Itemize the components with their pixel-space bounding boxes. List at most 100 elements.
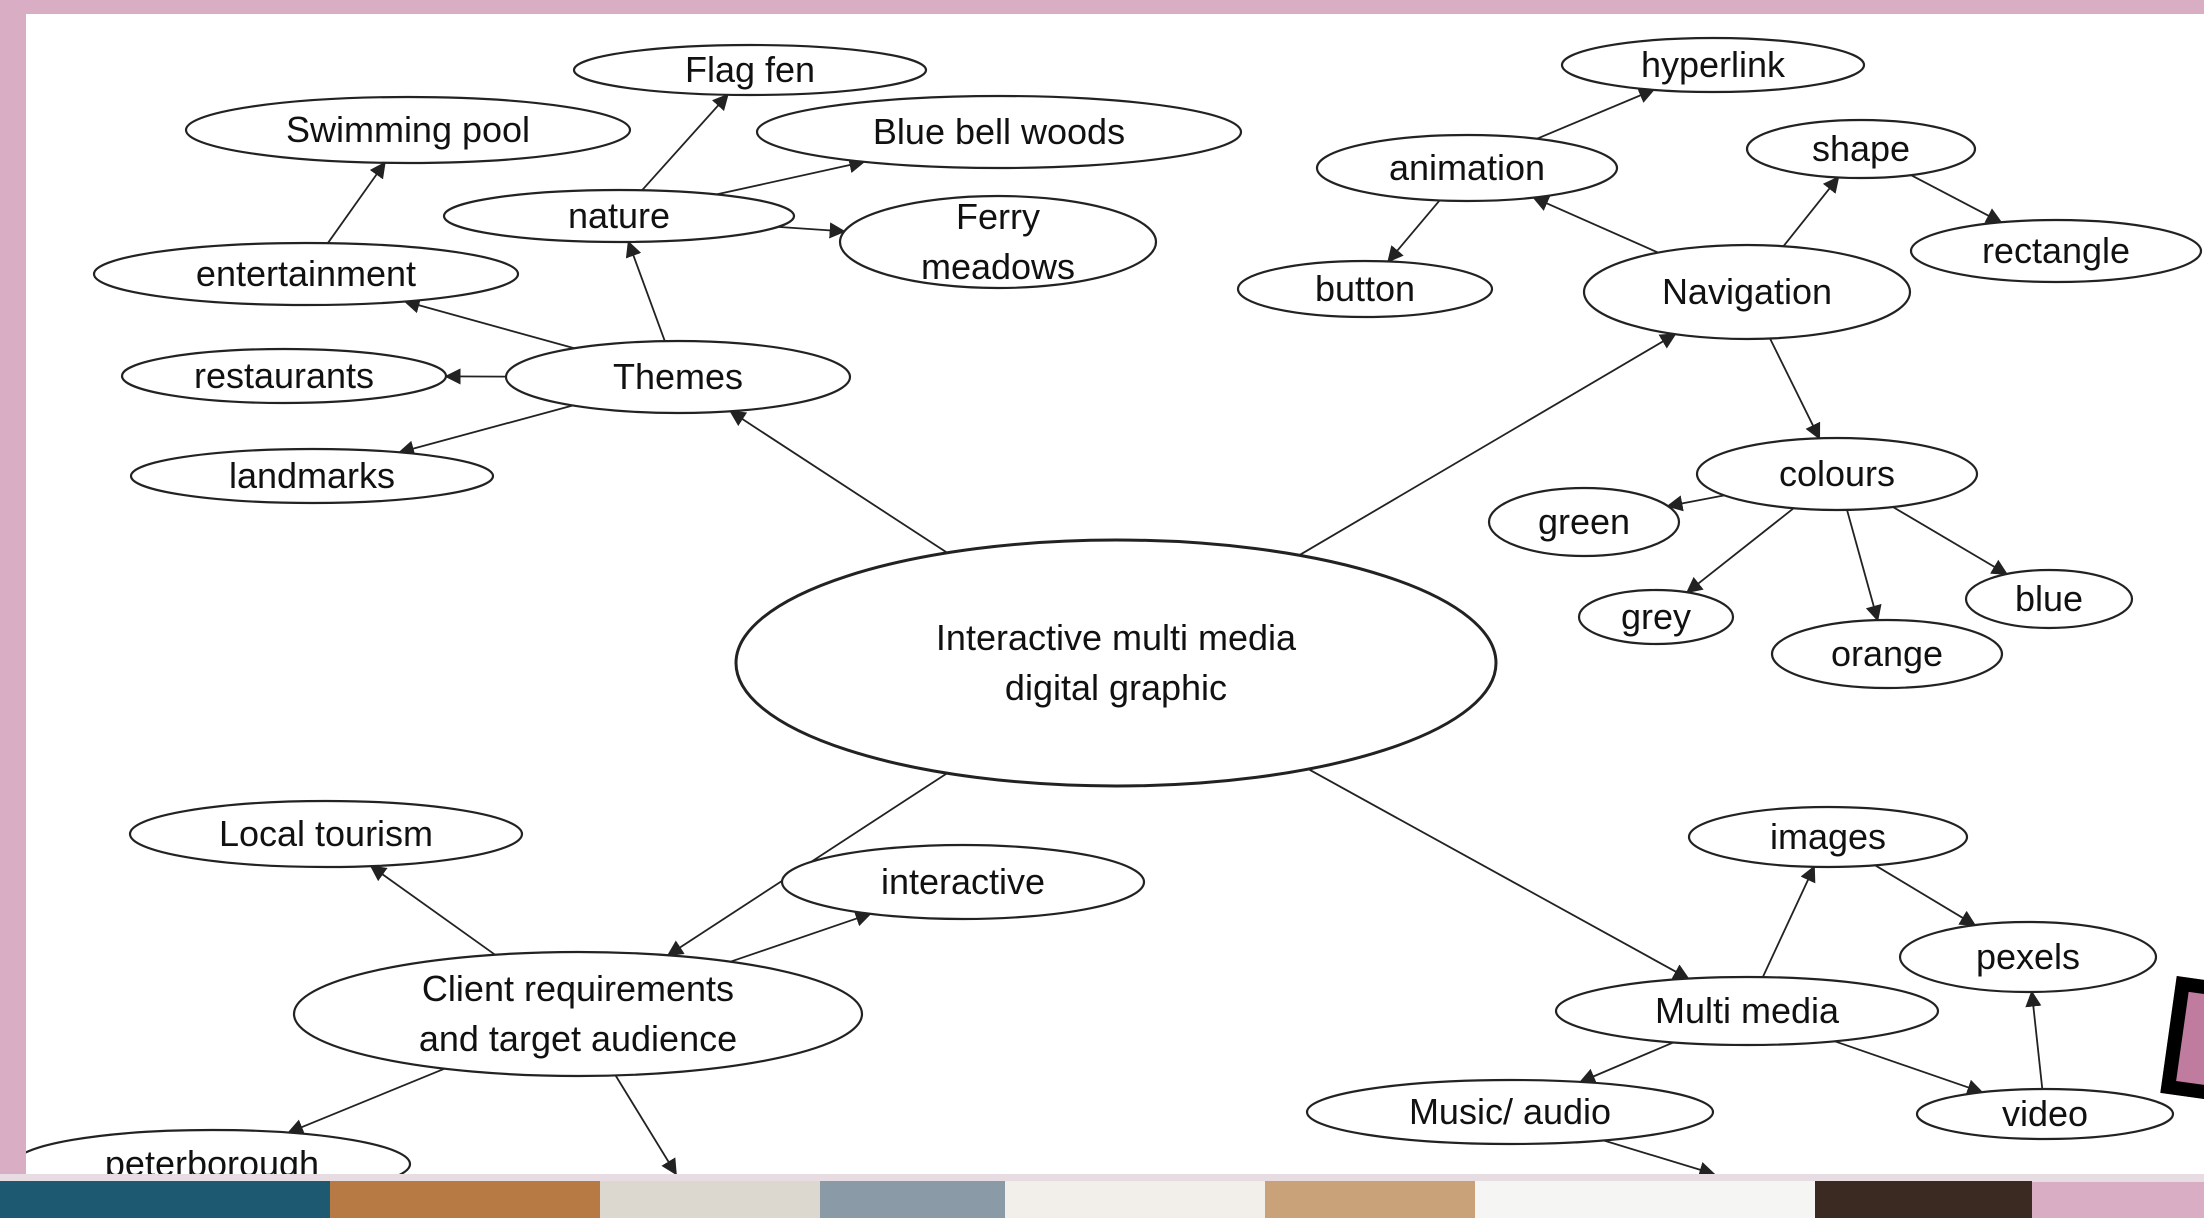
node-swimming-pool: Swimming pool <box>184 95 632 165</box>
node-ellipse <box>1487 486 1681 558</box>
node-blue: blue <box>1964 568 2134 630</box>
connector-arrow-colours-to-orange <box>1846 509 1882 622</box>
node-green: green <box>1487 486 1681 558</box>
node-label: meadows <box>921 246 1075 287</box>
node-themes: Themes <box>504 339 852 415</box>
photo-thumbnail <box>0 1181 330 1218</box>
node-animation: animation <box>1315 133 1619 203</box>
connector-arrow-colours-to-blue <box>1892 506 2009 575</box>
node-label: nature <box>568 195 670 236</box>
node-blue-bell-woods: Blue bell woods <box>755 94 1243 170</box>
bottom-band <box>0 1174 2204 1182</box>
node-ellipse <box>838 194 1158 290</box>
node-multi-media: Multi media <box>1554 975 1940 1047</box>
node-ellipse <box>120 347 448 405</box>
node-label: Navigation <box>1662 271 1832 312</box>
node-label: images <box>1770 816 1886 857</box>
connector-arrow-themes-to-nature <box>625 240 666 342</box>
node-label: Flag fen <box>685 49 815 90</box>
photo-thumbnail <box>600 1181 820 1218</box>
node-ellipse <box>92 241 520 307</box>
node-label: Multi media <box>1655 990 1840 1031</box>
connector-arrow-themes-to-entertainment <box>403 297 575 350</box>
node-ellipse <box>572 43 928 97</box>
connector-arrow-shape-to-rectangle <box>1910 174 2003 224</box>
node-ellipse <box>184 95 632 165</box>
node-ellipse <box>129 447 495 505</box>
node-flag-fen: Flag fen <box>572 43 928 97</box>
node-label: restaurants <box>194 355 374 396</box>
node-ellipse <box>1305 1078 1715 1146</box>
node-label: Swimming pool <box>286 109 530 150</box>
node-label: green <box>1538 501 1630 542</box>
node-label: hyperlink <box>1641 44 1786 85</box>
node-label: entertainment <box>196 253 416 294</box>
node-entertainment: entertainment <box>92 241 520 307</box>
node-restaurants: restaurants <box>120 347 448 405</box>
connector-arrow-colours-to-green <box>1666 494 1725 512</box>
connector-arrow-nature-to-ferry <box>777 222 846 239</box>
photo-thumbnail <box>1265 1181 1475 1218</box>
node-ellipse <box>504 339 852 415</box>
node-ellipse <box>1577 588 1735 646</box>
node-rectangle: rectangle <box>1909 218 2203 284</box>
connector-arrow-multimedia-to-images <box>1761 865 1816 978</box>
node-navigation: Navigation <box>1582 243 1912 341</box>
connector-arrow-client-to-local <box>369 865 496 956</box>
connector-arrow-themes-to-landmarks <box>397 404 573 457</box>
node-label: and target audience <box>419 1018 737 1059</box>
node-client-requirements-and-target-audience: Client requirements and target audience <box>292 950 864 1078</box>
node-ellipse <box>780 843 1146 921</box>
node-ellipse <box>1236 259 1494 319</box>
node-interactive: interactive <box>780 843 1146 921</box>
node-ellipse <box>1315 133 1619 203</box>
node-images: images <box>1687 805 1969 869</box>
connector-arrow-center-to-multimedia <box>1307 768 1690 980</box>
node-ellipse <box>755 94 1243 170</box>
node-ellipse <box>1915 1087 2175 1141</box>
node-ellipse <box>1554 975 1940 1047</box>
connector-arrow-colours-to-grey <box>1685 507 1795 594</box>
node-label: blue <box>2015 578 2083 619</box>
node-label: button <box>1315 268 1415 309</box>
connector-arrow-animation-to-button <box>1387 199 1441 263</box>
node-ellipse <box>734 538 1498 788</box>
node-hyperlink: hyperlink <box>1560 36 1866 94</box>
node-orange: orange <box>1770 618 2004 690</box>
connector-arrow-video-to-pexels <box>2025 990 2044 1090</box>
connector-arrow-navigation-to-colours <box>1769 338 1821 440</box>
node-ellipse <box>1909 218 2203 284</box>
connector-arrow-center-to-navigation <box>1298 333 1677 556</box>
node-label: Themes <box>613 356 743 397</box>
node-label: Local tourism <box>219 813 433 854</box>
connector-arrow-images-to-pexels <box>1874 864 1977 927</box>
node-ellipse <box>1582 243 1912 341</box>
connector-arrow-client-offscreen <box>614 1075 677 1174</box>
connector-arrow-animation-to-hyperlink <box>1536 87 1656 140</box>
node-shape: shape <box>1745 118 1977 180</box>
photo-thumbnail <box>1005 1181 1265 1218</box>
photo-thumbnail <box>1475 1181 1815 1218</box>
node-label: peterborough <box>105 1143 319 1174</box>
node-video: video <box>1915 1087 2175 1141</box>
node-label: landmarks <box>229 455 395 496</box>
node-music-audio: Music/ audio <box>1305 1078 1715 1146</box>
node-label: animation <box>1389 147 1545 188</box>
node-local-tourism: Local tourism <box>128 799 524 869</box>
node-ellipse <box>442 188 796 244</box>
connector-arrow-multimedia-to-music <box>1578 1041 1674 1084</box>
node-ellipse <box>128 799 524 869</box>
connector-arrow-client-to-interactive <box>730 910 872 963</box>
node-label: orange <box>1831 633 1943 674</box>
node-ellipse <box>1695 436 1979 512</box>
connector-arrow-music-offscreen <box>1603 1139 1716 1174</box>
node-label: Music/ audio <box>1409 1091 1611 1132</box>
photo-thumbnail <box>1815 1181 2032 1218</box>
node-label: Client requirements <box>422 968 734 1009</box>
node-label: interactive <box>881 861 1045 902</box>
